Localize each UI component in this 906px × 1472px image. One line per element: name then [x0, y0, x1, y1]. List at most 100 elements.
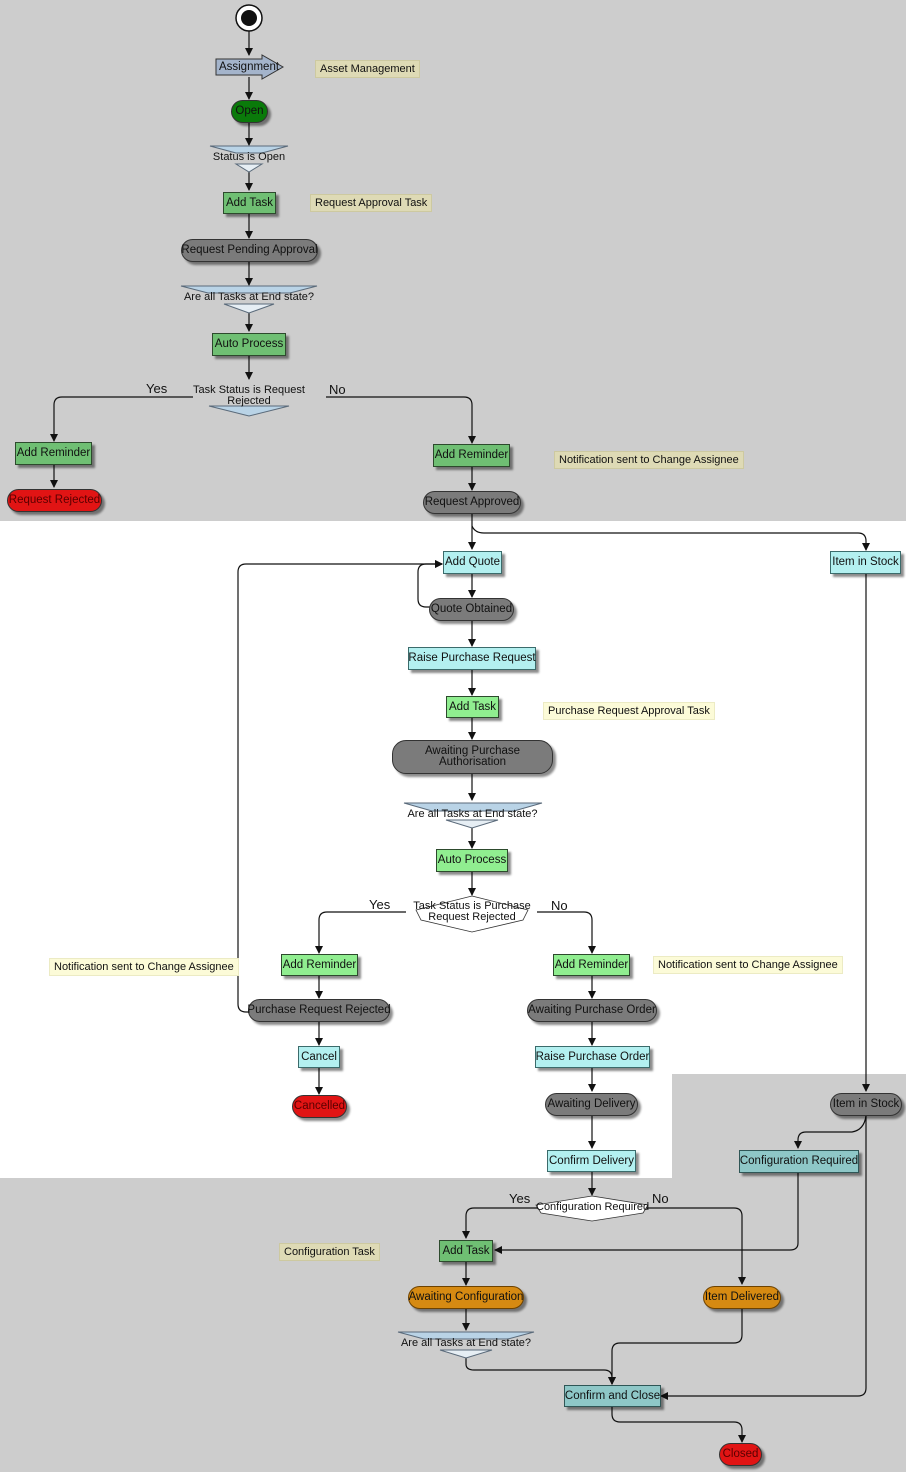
request-pending-approval-state[interactable]: Request Pending Approval [181, 239, 318, 262]
awaiting-purchase-authorisation-state[interactable]: Awaiting Purchase Authorisation [392, 740, 553, 774]
note-notification-1: Notification sent to Change Assignee [554, 451, 744, 469]
add-reminder-4[interactable]: Add Reminder [553, 954, 630, 976]
request-pending-approval-label: Request Pending Approval [181, 244, 318, 256]
are-all-tasks-2-label: Are all Tasks at End state? [407, 808, 538, 820]
branch-no-2: No [551, 898, 568, 913]
branch-yes-2: Yes [369, 897, 391, 912]
closed-label: Closed [722, 1448, 759, 1460]
decision-status-is-open-shape [209, 145, 289, 154]
note-request-approval-task-text: Request Approval Task [315, 197, 428, 209]
add-task-2[interactable]: Add Task [446, 696, 499, 718]
note-request-approval-task: Request Approval Task [310, 194, 433, 212]
closed-state[interactable]: Closed [719, 1443, 762, 1466]
branch-no-3: No [652, 1191, 669, 1206]
decision-are-all-tasks-3-shape [397, 1331, 535, 1340]
connector [315, 911, 406, 954]
connector [611, 1407, 746, 1443]
decision-task-status-request-rejected[interactable]: Task Status is Request Rejected [189, 385, 309, 407]
confirm-delivery-action[interactable]: Confirm Delivery [547, 1150, 636, 1172]
configuration-required-action-label: Configuration Required [739, 1155, 859, 1167]
item-in-stock-state-label: Item in Stock [832, 1098, 900, 1110]
decision-config-required-shape [535, 1195, 649, 1222]
connector [237, 560, 443, 1013]
request-rejected-label: Request Rejected [8, 494, 101, 506]
purchase-request-rejected-state[interactable]: Purchase Request Rejected [247, 999, 391, 1022]
note-purchase-request-approval-task: Purchase Request Approval Task [543, 702, 715, 720]
cancelled-label: Cancelled [293, 1100, 346, 1112]
add-quote-action[interactable]: Add Quote [443, 551, 502, 574]
connector [660, 1116, 867, 1400]
add-reminder-3[interactable]: Add Reminder [281, 954, 358, 976]
request-rejected-state[interactable]: Request Rejected [7, 489, 102, 512]
task-status-purchase-rejected-label: Task Status is Purchase Request Rejected [413, 900, 531, 923]
awaiting-configuration-label: Awaiting Configuration [408, 1291, 524, 1303]
request-approved-label: Request Approved [424, 496, 520, 508]
quote-obtained-label: Quote Obtained [430, 603, 513, 615]
decision-configuration-required[interactable]: Configuration Required [536, 1201, 650, 1213]
auto-process-2[interactable]: Auto Process [436, 849, 508, 872]
awaiting-purchase-order-label: Awaiting Purchase Order [528, 1004, 656, 1016]
add-reminder-1-label: Add Reminder [16, 447, 91, 459]
confirm-and-close-label: Confirm and Close [564, 1389, 661, 1402]
awaiting-purchase-authorisation-label: Awaiting Purchase Authorisation [424, 745, 521, 768]
item-in-stock-state[interactable]: Item in Stock [830, 1093, 902, 1116]
add-reminder-2-label: Add Reminder [434, 449, 509, 461]
decision-are-all-tasks-3-shape-lower [439, 1349, 493, 1359]
item-in-stock-action[interactable]: Item in Stock [830, 551, 901, 574]
auto-process-1[interactable]: Auto Process [212, 333, 286, 356]
confirm-and-close-action[interactable]: Confirm and Close [564, 1385, 661, 1407]
raise-purchase-request-action[interactable]: Raise Purchase Request [408, 647, 536, 670]
add-task-3[interactable]: Add Task [439, 1240, 493, 1262]
add-reminder-1[interactable]: Add Reminder [15, 442, 92, 465]
add-task-1-label: Add Task [225, 196, 274, 209]
awaiting-configuration-state[interactable]: Awaiting Configuration [408, 1286, 524, 1309]
connector [608, 1309, 743, 1385]
cancelled-state[interactable]: Cancelled [292, 1095, 347, 1118]
add-reminder-3-label: Add Reminder [282, 958, 357, 971]
raise-purchase-order-action[interactable]: Raise Purchase Order [535, 1046, 650, 1068]
add-reminder-2[interactable]: Add Reminder [433, 444, 510, 467]
connector [465, 1354, 616, 1385]
note-notification-2: Notification sent to Change Assignee [49, 958, 239, 976]
connector [537, 911, 596, 954]
request-approved-state[interactable]: Request Approved [423, 491, 521, 514]
gray-band-top [0, 0, 906, 521]
decision-task-status-1-shape-lower [208, 405, 290, 417]
decision-status-is-open[interactable]: Status is Open [200, 152, 298, 163]
add-task-3-label: Add Task [442, 1244, 490, 1257]
are-all-tasks-3-label: Are all Tasks at End state? [400, 1337, 532, 1349]
note-configuration-task-text: Configuration Task [284, 1246, 375, 1258]
decision-are-all-tasks-2[interactable]: Are all Tasks at End state? [404, 809, 541, 820]
decision-are-all-tasks-2-shape [403, 802, 543, 812]
connector [494, 1173, 799, 1254]
purchase-request-rejected-label: Purchase Request Rejected [247, 1004, 391, 1016]
assignment-node[interactable]: Assignment [216, 59, 282, 75]
status-is-open-label: Status is Open [212, 151, 286, 163]
open-label: Open [235, 105, 264, 117]
open-state[interactable]: Open [231, 100, 268, 123]
task-status-request-rejected-label: Task Status is Request Rejected [193, 384, 305, 407]
decision-are-all-tasks-1[interactable]: Are all Tasks at End state? [181, 292, 317, 303]
awaiting-delivery-state[interactable]: Awaiting Delivery [545, 1093, 638, 1116]
decision-are-all-tasks-3[interactable]: Are all Tasks at End state? [398, 1338, 534, 1349]
awaiting-delivery-label: Awaiting Delivery [547, 1098, 636, 1110]
cancel-label: Cancel [301, 1050, 337, 1063]
cancel-action[interactable]: Cancel [298, 1046, 340, 1068]
connector [326, 396, 476, 444]
connector [646, 1207, 746, 1285]
note-asset-management-text: Asset Management [320, 63, 415, 75]
branch-yes-3: Yes [509, 1191, 531, 1206]
note-configuration-task: Configuration Task [279, 1243, 380, 1261]
are-all-tasks-1-label: Are all Tasks at End state? [183, 291, 315, 303]
configuration-required-decision-label: Configuration Required [536, 1201, 650, 1213]
awaiting-purchase-order-state[interactable]: Awaiting Purchase Order [527, 999, 657, 1022]
item-delivered-state[interactable]: Item Delivered [703, 1286, 781, 1309]
add-task-1[interactable]: Add Task [223, 192, 276, 214]
decision-task-status-purchase-rejected[interactable]: Task Status is Purchase Request Rejected [410, 901, 534, 923]
item-delivered-label: Item Delivered [704, 1291, 780, 1303]
quote-obtained-state[interactable]: Quote Obtained [429, 598, 514, 621]
note-notification-3: Notification sent to Change Assignee [653, 956, 843, 974]
connector [462, 1207, 538, 1239]
configuration-required-action[interactable]: Configuration Required [739, 1150, 859, 1173]
